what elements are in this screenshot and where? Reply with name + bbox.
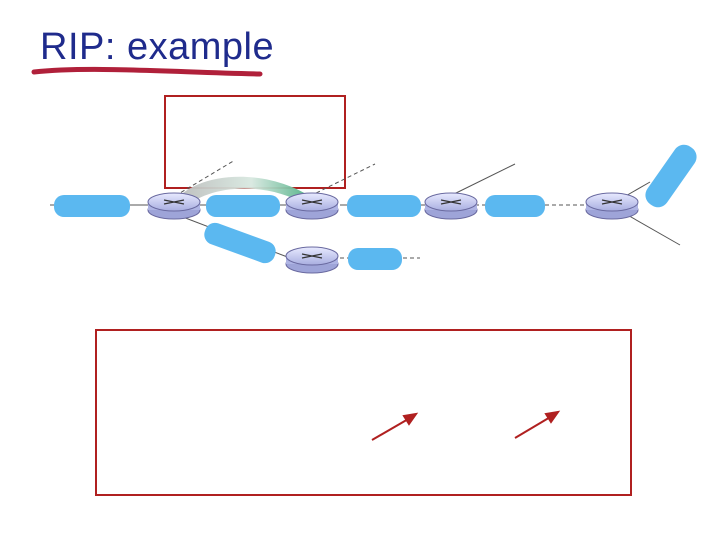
arrow-icon <box>371 417 411 441</box>
subnet-blob <box>206 195 280 217</box>
subnet-blob <box>348 248 402 270</box>
subnet-blob <box>54 195 130 217</box>
advertisement-arc <box>170 176 318 210</box>
subnet-blob <box>204 222 276 264</box>
subnet-blob <box>645 144 697 208</box>
subnets <box>54 144 697 270</box>
router-icon <box>285 192 339 220</box>
arrow-head <box>544 410 561 424</box>
router-icon <box>285 246 339 274</box>
routing-table-box-top <box>164 95 346 189</box>
title-underline <box>31 66 263 77</box>
subnet-blob <box>485 195 545 217</box>
subnet-blob <box>347 195 421 217</box>
routers <box>147 192 639 274</box>
routing-table-box-bottom <box>95 329 632 496</box>
arrow-icon <box>514 415 553 439</box>
slide-title: RIP: example <box>40 26 275 68</box>
router-icon <box>147 192 201 220</box>
change-arrows <box>371 410 561 441</box>
router-icon <box>424 192 478 220</box>
router-icon <box>585 192 639 220</box>
arrow-head <box>402 412 419 426</box>
